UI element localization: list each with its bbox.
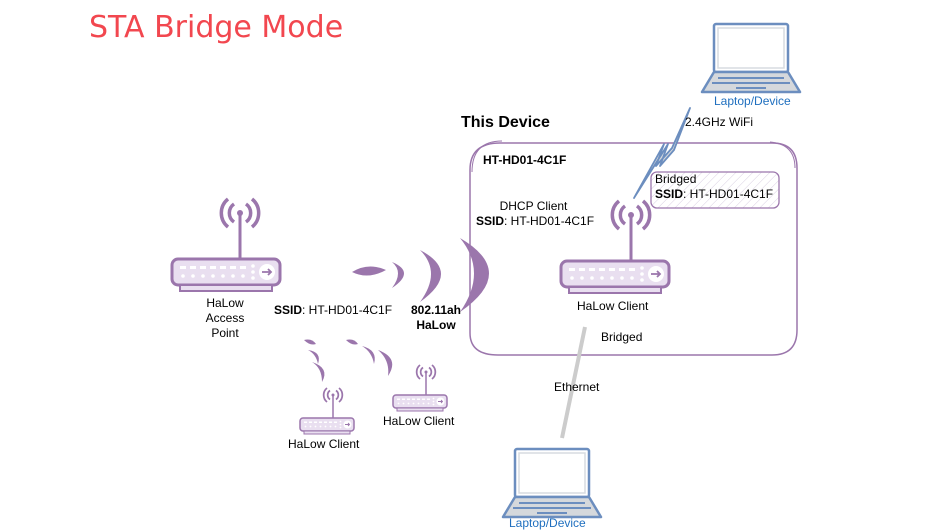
wifi-link-label: 2.4GHz WiFi (685, 115, 754, 129)
bridged-label: Bridged (601, 330, 643, 344)
link-label: 802.11ah HaLow (400, 303, 472, 333)
laptop-top-icon (700, 22, 802, 94)
dhcp-client-label: DHCP Client SSID: HT-HD01-4C1F (476, 199, 595, 229)
bridged-ssid-text: Bridged SSID: HT-HD01-4C1F (655, 172, 773, 202)
link-label-line: 802.11ah (410, 303, 462, 317)
ap-ssid-label: SSID: HT-HD01-4C1F (274, 303, 392, 318)
bridged-ssid-box (650, 171, 780, 209)
link-label-line: HaLow (416, 318, 456, 332)
dhcp-label: DHCP Client (499, 199, 568, 213)
access-point-label: HaLow Access Point (190, 296, 260, 341)
this-device-boundary (469, 142, 798, 356)
page-title: STA Bridge Mode (89, 10, 344, 45)
halow-client-small-icon (392, 364, 448, 412)
bridged-box-label: Bridged (655, 172, 697, 186)
halow-client-small-icon (299, 387, 355, 435)
laptop-bottom-icon (501, 447, 603, 519)
ssid-key: SSID (274, 303, 303, 317)
halow-client-label: HaLow Client (577, 299, 649, 313)
laptop-bottom-label: Laptop/Device (509, 516, 586, 530)
ssid-value: : HT-HD01-4C1F (302, 303, 393, 317)
halow-access-point-icon (170, 197, 282, 293)
ssid-key: SSID (655, 187, 684, 201)
ap-label-line: Point (211, 326, 239, 340)
this-device-heading: This Device (461, 114, 550, 131)
ssid-value: : HT-HD01-4C1F (504, 214, 595, 228)
other-client-label: HaLow Client (288, 437, 360, 451)
ap-label-line: Access (205, 311, 245, 325)
other-client-label: HaLow Client (383, 414, 455, 428)
device-hostname: HT-HD01-4C1F (483, 153, 567, 167)
ethernet-link-label: Ethernet (554, 380, 600, 394)
laptop-top-label: Laptop/Device (714, 94, 791, 108)
ssid-value: : HT-HD01-4C1F (683, 187, 774, 201)
ap-label-line: HaLow (206, 296, 244, 310)
halow-signal-icon (352, 238, 489, 312)
wifi-bolt-icon (633, 107, 691, 199)
ethernet-line (560, 326, 587, 439)
client-signal-icon (304, 339, 393, 382)
ssid-key: SSID (476, 214, 505, 228)
